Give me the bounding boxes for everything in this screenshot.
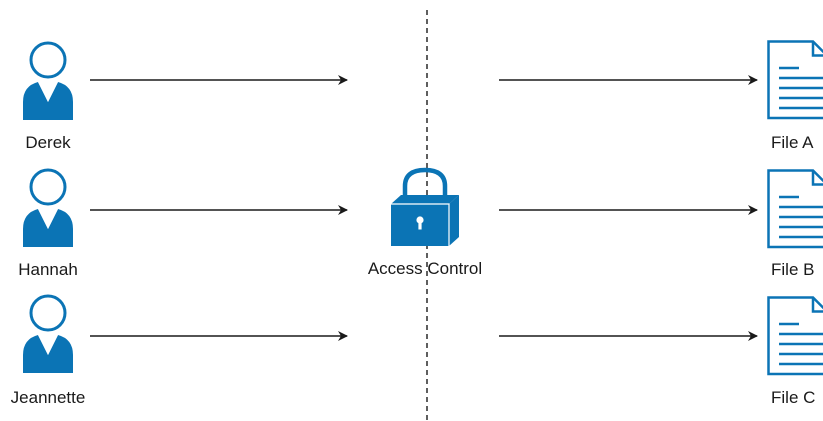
- user-label-hannah: Hannah: [18, 260, 78, 279]
- user-icon-derek: [23, 41, 73, 120]
- user-icon-jeannette: [23, 294, 73, 373]
- access-control-label: Access Control: [367, 259, 483, 278]
- file-label-a: File A: [771, 133, 814, 152]
- file-label-c: File C: [771, 388, 816, 407]
- user-label-derek: Derek: [25, 133, 71, 152]
- file-icon-a: [767, 40, 823, 120]
- user-icon-hannah: [23, 168, 73, 247]
- file-icon-b: [767, 169, 823, 249]
- file-label-b: File B: [771, 260, 815, 279]
- padlock-icon: [391, 167, 459, 246]
- user-label-jeannette: Jeannette: [10, 388, 86, 407]
- file-icon-c: [767, 296, 823, 376]
